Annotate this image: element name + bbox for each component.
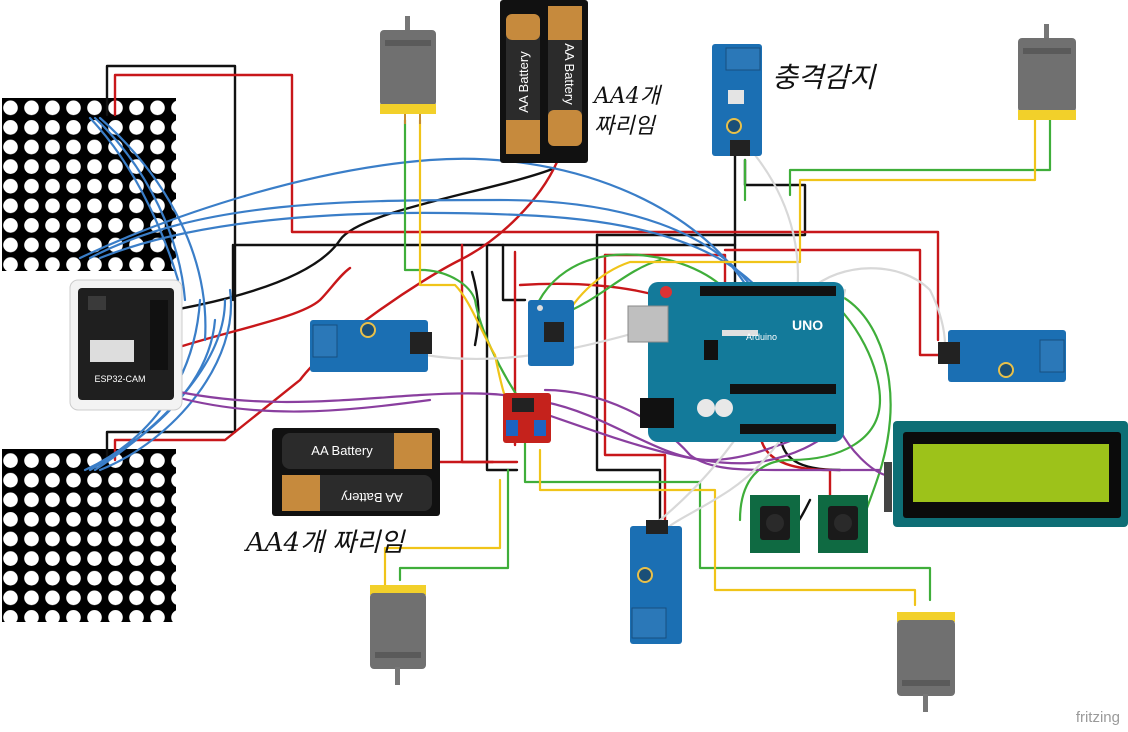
sensor-module-bottom xyxy=(630,520,682,644)
sensor-module-left xyxy=(310,320,432,372)
motor-driver-module xyxy=(503,393,551,443)
impact-detect-note: 충격감지 xyxy=(772,61,876,94)
esp32-cam-module: ESP32-CAM xyxy=(69,279,183,411)
arduino-brand: Arduino xyxy=(746,332,777,342)
wire-purple-set xyxy=(168,388,887,477)
mpu6050-module xyxy=(528,300,574,366)
battery-middle-cell-1-label: AA Battery xyxy=(311,443,373,458)
push-button-left xyxy=(750,495,800,553)
motor-top-left xyxy=(380,16,436,124)
battery-top-cell-2-label: AA Battery xyxy=(562,43,577,105)
battery-top-cell-1-label: AA Battery xyxy=(516,51,531,113)
esp32-cam-label: ESP32-CAM xyxy=(94,374,145,384)
motor-bottom-left xyxy=(370,585,426,685)
fritzing-watermark: fritzing xyxy=(1075,709,1120,726)
battery-note-bottom: AA4개 짜리임 xyxy=(246,528,405,558)
led-matrix-bottom xyxy=(2,449,176,622)
battery-note-top: AA4개 짜리임 xyxy=(594,84,661,139)
battery-middle-cell-2-label: AA Battery xyxy=(341,490,403,505)
led-matrix-top xyxy=(2,98,176,271)
arduino-model: UNO xyxy=(792,317,823,333)
sensor-module-top xyxy=(712,44,762,156)
sensor-module-right xyxy=(938,330,1066,382)
lcd-display xyxy=(884,421,1128,527)
motor-top-right xyxy=(1018,24,1076,120)
arduino-uno-board: Arduino UNO xyxy=(627,282,844,442)
motor-bottom-right xyxy=(897,612,955,712)
battery-pack-top: AA Battery AA Battery xyxy=(500,0,588,163)
push-button-right xyxy=(818,495,868,553)
battery-pack-middle: AA Battery AA Battery xyxy=(272,428,440,516)
